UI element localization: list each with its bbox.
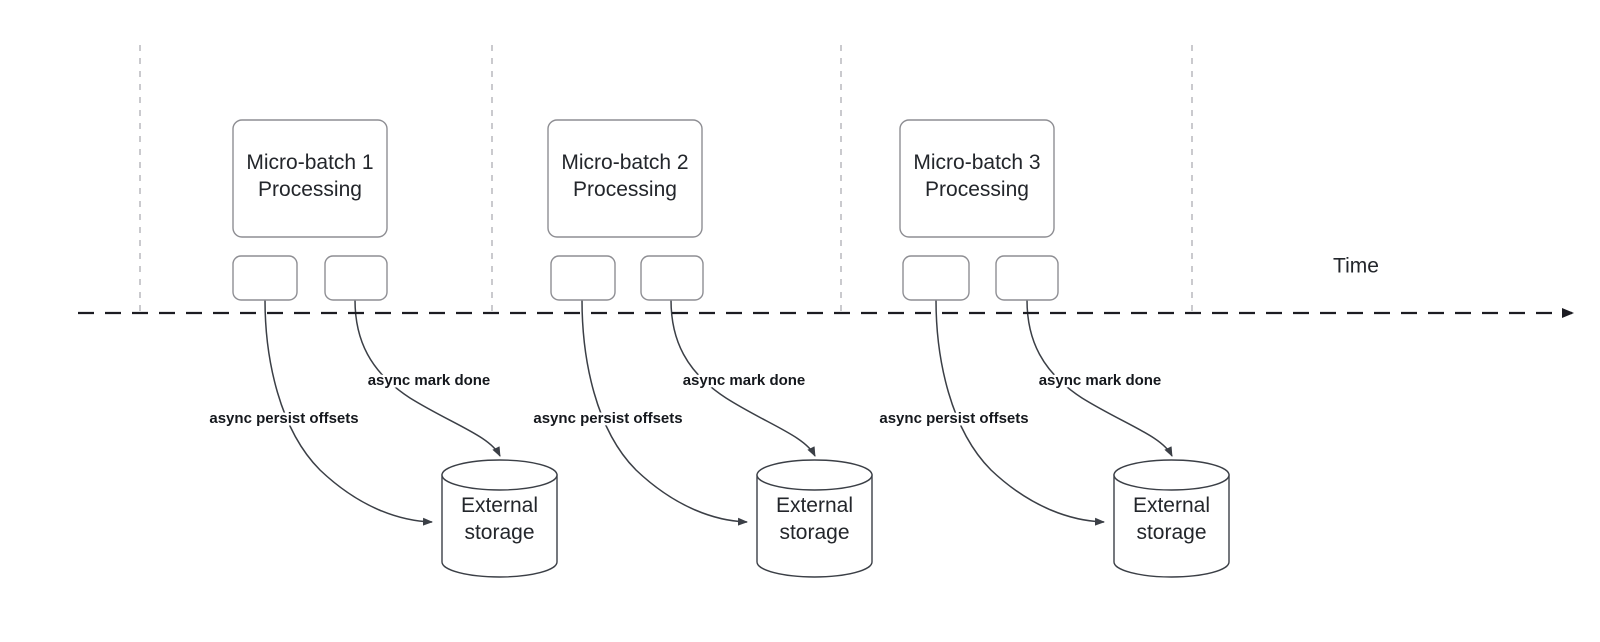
micro-batch-box-subtitle: Processing: [573, 178, 677, 201]
persist-offsets-edge-label: async persist offsets: [879, 410, 1028, 427]
task-box-left[interactable]: [902, 255, 970, 301]
persist-offsets-edge: [935, 299, 1105, 526]
micro-batch-boundaries: [139, 45, 1193, 316]
task-box-left[interactable]: [550, 255, 616, 301]
micro-batch-box-title: Micro-batch 1: [246, 151, 373, 174]
time-axis-label: Time: [1333, 255, 1379, 278]
micro-batch-box-title: Micro-batch 2: [561, 151, 688, 174]
mark-done-edge-label: async mark done: [368, 372, 491, 389]
micro-batch-box-subtitle: Processing: [258, 178, 362, 201]
persist-offsets-edge-label: async persist offsets: [533, 410, 682, 427]
edge-labels: async persist offsets async mark done asyn…: [207, 369, 1164, 429]
connector-edges: [264, 299, 1173, 526]
external-storage-cylinder[interactable]: External storage: [441, 459, 558, 578]
mark-done-edge: [1026, 299, 1173, 457]
micro-batch-box[interactable]: Micro-batch 1 Processing: [232, 119, 388, 238]
micro-batch-box-title: Micro-batch 3: [913, 151, 1040, 174]
micro-batch-box[interactable]: Micro-batch 3 Processing: [899, 119, 1055, 238]
mark-done-edge: [354, 299, 501, 457]
external-storage-label-line1: External: [776, 494, 853, 517]
external-storage-cylinder[interactable]: External storage: [1113, 459, 1230, 578]
persist-offsets-edge-label: async persist offsets: [209, 410, 358, 427]
task-box-right[interactable]: [324, 255, 388, 301]
mark-done-edge-label: async mark done: [1039, 372, 1162, 389]
external-storage-label-line1: External: [1133, 494, 1210, 517]
mark-done-edge: [670, 299, 816, 457]
task-box-left[interactable]: [232, 255, 298, 301]
external-storage-label-line1: External: [461, 494, 538, 517]
external-storage-label-line2: storage: [779, 521, 849, 544]
external-storage-label-line2: storage: [1136, 521, 1206, 544]
task-box-right[interactable]: [640, 255, 704, 301]
persist-offsets-edge: [581, 299, 748, 526]
micro-batch-box[interactable]: Micro-batch 2 Processing: [547, 119, 703, 238]
micro-batch-box-subtitle: Processing: [925, 178, 1029, 201]
mark-done-edge-label: async mark done: [683, 372, 806, 389]
external-storage-cylinder[interactable]: External storage: [756, 459, 873, 578]
task-box-right[interactable]: [995, 255, 1059, 301]
time-axis: Time: [78, 255, 1574, 318]
persist-offsets-edge: [264, 299, 433, 526]
external-storage-label-line2: storage: [464, 521, 534, 544]
